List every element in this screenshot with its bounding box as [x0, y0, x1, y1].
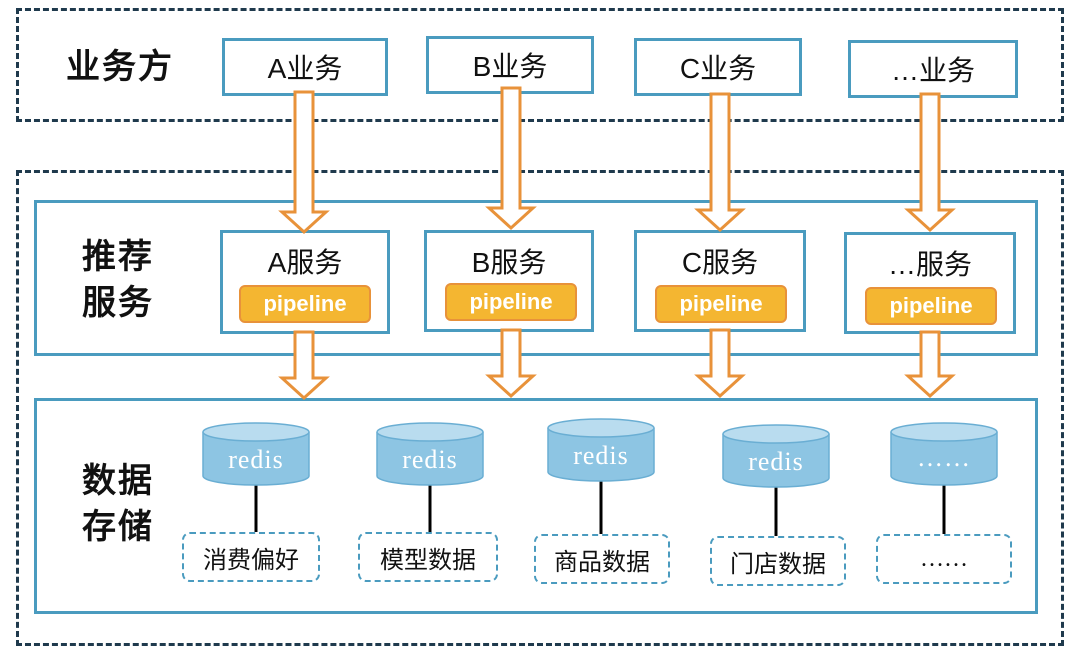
business-box-b: B业务: [426, 36, 594, 94]
pipeline-badge: pipeline: [445, 283, 577, 321]
db-label: redis: [402, 445, 458, 474]
pipeline-badge: pipeline: [655, 285, 787, 323]
service-box-more: …服务 pipeline: [844, 232, 1016, 334]
database-cylinder-4: redis: [722, 424, 830, 488]
business-layer-region: [16, 8, 1064, 122]
arrow-c-service-to-storage: [694, 328, 746, 399]
service-name: …服务: [887, 249, 972, 280]
service-name: A服务: [267, 247, 343, 278]
pipeline-badge: pipeline: [239, 285, 371, 323]
db-label: redis: [573, 441, 629, 470]
arrow-b-business-to-service: [485, 86, 537, 231]
database-cylinder-5: ……: [890, 422, 998, 486]
arrow-more-service-to-storage: [904, 330, 956, 399]
db-label: redis: [748, 447, 804, 476]
arrow-c-business-to-service: [694, 92, 746, 233]
storage-tag-model-data: 模型数据: [358, 532, 498, 582]
storage-tag-consumer-preference: 消费偏好: [182, 532, 320, 582]
arrow-a-business-to-service: [278, 90, 330, 235]
storage-tag-more: ……: [876, 534, 1012, 584]
storage-row-label-line2: 存储: [82, 508, 154, 546]
storage-tag-product-data: 商品数据: [534, 534, 670, 584]
service-name: B服务: [471, 247, 547, 278]
database-cylinder-3: redis: [547, 418, 655, 482]
business-box-more: …业务: [848, 40, 1018, 98]
arrow-more-business-to-service: [904, 92, 956, 233]
arrow-b-service-to-storage: [485, 328, 537, 399]
arrow-a-service-to-storage: [278, 330, 330, 401]
recommend-row-label-line1: 推荐: [82, 238, 154, 276]
pipeline-badge: pipeline: [865, 287, 997, 325]
db-label: ……: [917, 443, 971, 472]
storage-tag-store-data: 门店数据: [710, 536, 846, 586]
platform-region: [16, 170, 1064, 646]
business-row-label: 业务方: [66, 48, 174, 86]
database-cylinder-1: redis: [202, 422, 310, 486]
service-box-c: C服务 pipeline: [634, 230, 806, 332]
db-label: redis: [228, 445, 284, 474]
storage-row-label-line1: 数据: [82, 462, 154, 500]
service-box-a: A服务 pipeline: [220, 230, 390, 334]
service-name: C服务: [681, 247, 759, 278]
database-cylinder-2: redis: [376, 422, 484, 486]
business-box-a: A业务: [222, 38, 388, 96]
recommend-row-label-line2: 服务: [82, 284, 154, 322]
service-box-b: B服务 pipeline: [424, 230, 594, 332]
